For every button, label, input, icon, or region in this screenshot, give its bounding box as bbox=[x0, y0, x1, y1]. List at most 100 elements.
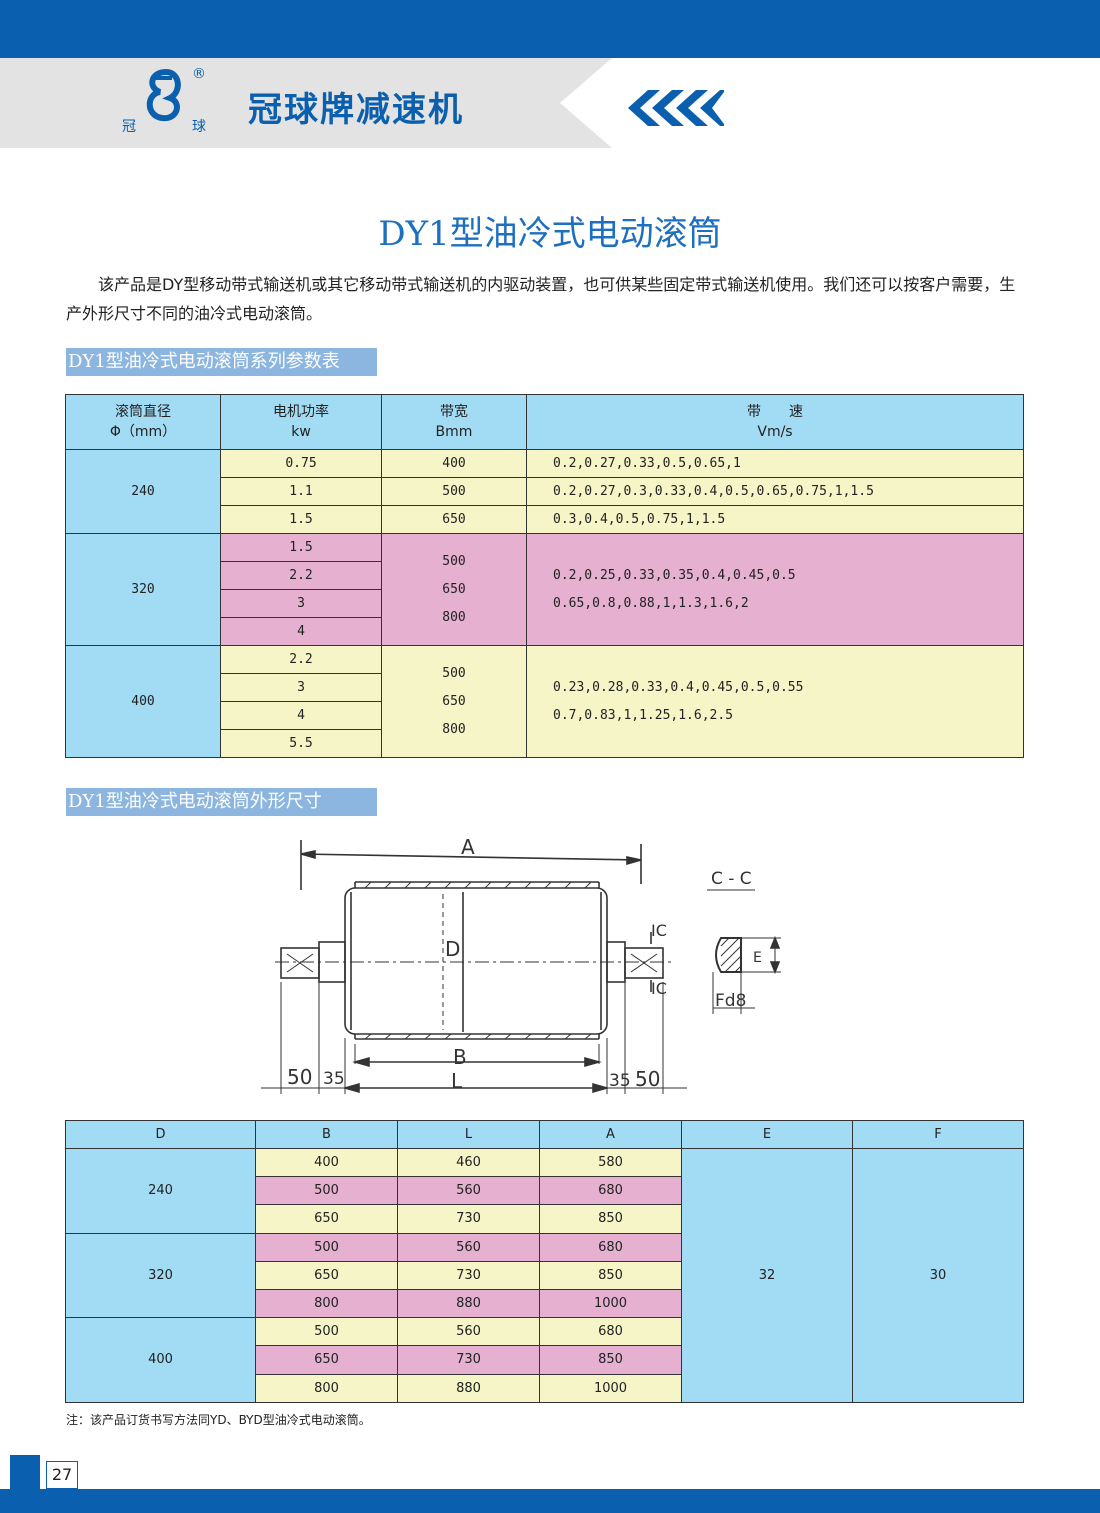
speed-cell: 0.2,0.27,0.33,0.5,0.65,1 bbox=[526, 449, 1024, 478]
a-cell: 850 bbox=[539, 1345, 682, 1375]
header-E: E bbox=[681, 1120, 853, 1149]
width-cell: 500 650 800 bbox=[381, 645, 527, 758]
a-cell: 580 bbox=[539, 1147, 682, 1178]
table-row: 4 bbox=[66, 617, 1024, 646]
table-row: 240 0.75 400 0.2,0.27,0.33,0.5,0.65,1 bbox=[65, 449, 1024, 534]
l-cell: 460 bbox=[397, 1147, 540, 1178]
table-row: 320 1.5 500 650 800 0.2,0.25,0.33,0.35,0… bbox=[65, 533, 1024, 646]
l-cell: 730 bbox=[397, 1260, 540, 1290]
label-section: C - C bbox=[711, 869, 752, 889]
table-row: 5.5 bbox=[66, 729, 1024, 758]
power-cell: 3 bbox=[220, 673, 382, 702]
drum-drawing-svg: A D bbox=[261, 835, 781, 1094]
d-cell: 320 bbox=[65, 1232, 256, 1319]
b-cell: 500 bbox=[255, 1176, 398, 1206]
l-cell: 560 bbox=[397, 1232, 540, 1262]
label-B: B bbox=[453, 1045, 467, 1069]
b-cell: 800 bbox=[255, 1373, 398, 1403]
header-L: L bbox=[397, 1120, 540, 1149]
table-row: 1.1 500 0.2,0.27,0.3,0.33,0.4,0.5,0.65,0… bbox=[66, 477, 1024, 506]
table-row: 400 2.2 500 650 800 0.23,0.28,0.33,0.4,0… bbox=[65, 645, 1024, 758]
a-cell: 1000 bbox=[539, 1373, 682, 1403]
brand-logo: 冠 球 ® bbox=[120, 66, 210, 138]
footnote: 注：该产品订货书写方法同YD、BYD型油冷式电动滚筒。 bbox=[66, 1413, 371, 1427]
label-Fd8: Fd8 bbox=[715, 991, 746, 1011]
table-row: 3 bbox=[66, 589, 1024, 618]
header-A: A bbox=[539, 1120, 682, 1149]
chevron-left-icon bbox=[624, 88, 724, 132]
a-cell: 1000 bbox=[539, 1288, 682, 1319]
label-L: L bbox=[451, 1069, 463, 1093]
table-row: 320 500 560 680 bbox=[65, 1232, 1024, 1319]
l-cell: 730 bbox=[397, 1204, 540, 1234]
b-cell: 650 bbox=[255, 1345, 398, 1375]
logo-char-left: 冠 bbox=[122, 119, 136, 135]
speed-cell: 0.23,0.28,0.33,0.4,0.45,0.5,0.55 0.7,0.8… bbox=[526, 645, 1024, 758]
e-cell: 32 bbox=[681, 1148, 853, 1403]
power-cell: 2.2 bbox=[220, 561, 382, 590]
a-cell: 680 bbox=[539, 1232, 682, 1262]
power-cell: 1.5 bbox=[220, 505, 382, 534]
width-cell: 500 650 800 bbox=[381, 533, 527, 646]
d-cell: 400 bbox=[65, 1317, 256, 1403]
label-right-35: 35 bbox=[609, 1071, 631, 1091]
top-banner bbox=[0, 0, 1100, 58]
label-c-bottom: IC bbox=[651, 979, 667, 998]
table-row: 2.2 bbox=[66, 561, 1024, 590]
power-cell: 4 bbox=[220, 701, 382, 730]
b-cell: 400 bbox=[255, 1147, 398, 1178]
table-row: 4 bbox=[66, 701, 1024, 730]
power-cell: 0.75 bbox=[220, 449, 382, 478]
width-cell: 500 bbox=[381, 477, 527, 506]
power-cell: 4 bbox=[220, 617, 382, 646]
l-cell: 880 bbox=[397, 1373, 540, 1403]
table-row: 800 880 1000 bbox=[66, 1373, 1024, 1403]
dim-header-row: D B L A E F bbox=[65, 1120, 1024, 1149]
b-cell: 500 bbox=[255, 1232, 398, 1262]
speed-cell: 0.2,0.25,0.33,0.35,0.4,0.45,0.5 0.65,0.8… bbox=[526, 533, 1024, 646]
logo-registered-mark: ® bbox=[192, 66, 206, 82]
d-cell: 240 bbox=[65, 1148, 256, 1234]
table-row: 650 730 850 bbox=[66, 1345, 1024, 1375]
power-cell: 2.2 bbox=[220, 645, 382, 674]
label-c-top: IC bbox=[651, 921, 667, 940]
label-A: A bbox=[461, 835, 475, 859]
header-B: B bbox=[255, 1120, 398, 1149]
intro-paragraph: 该产品是DY型移动带式输送机或其它移动带式输送机的内驱动装置，也可供某些固定带式… bbox=[66, 275, 1016, 323]
width-cell: 400 bbox=[381, 449, 527, 478]
logo-mark-icon bbox=[146, 68, 181, 122]
power-cell: 5.5 bbox=[220, 729, 382, 758]
param-section-title: DY1型油冷式电动滚筒系列参数表 bbox=[66, 348, 377, 376]
label-left-35: 35 bbox=[323, 1069, 345, 1089]
b-cell: 500 bbox=[255, 1317, 398, 1347]
page-title: DY1型油冷式电动滚筒 bbox=[378, 214, 722, 254]
power-cell: 1.1 bbox=[220, 477, 382, 506]
table-row: 500 560 680 bbox=[66, 1176, 1024, 1206]
speed-cell: 0.2,0.27,0.3,0.33,0.4,0.5,0.65,0.75,1,1.… bbox=[526, 477, 1024, 506]
label-E: E bbox=[753, 950, 762, 966]
speed-cell: 0.3,0.4,0.5,0.75,1,1.5 bbox=[526, 505, 1024, 534]
width-cell: 650 bbox=[381, 505, 527, 534]
label-D: D bbox=[445, 937, 460, 961]
bottom-banner bbox=[0, 1489, 1100, 1513]
header-F: F bbox=[852, 1120, 1024, 1149]
a-cell: 850 bbox=[539, 1204, 682, 1234]
a-cell: 680 bbox=[539, 1176, 682, 1206]
a-cell: 850 bbox=[539, 1260, 682, 1290]
label-right-50: 50 bbox=[635, 1067, 660, 1091]
l-cell: 560 bbox=[397, 1176, 540, 1206]
b-cell: 650 bbox=[255, 1204, 398, 1234]
logo-char-right: 球 bbox=[192, 119, 206, 135]
table-row: 240 400 460 580 32 30 bbox=[65, 1147, 1024, 1403]
diameter-cell: 240 bbox=[65, 449, 221, 534]
page-number: 27 bbox=[46, 1461, 78, 1489]
dim-section-title: DY1型油冷式电动滚筒外形尺寸 bbox=[66, 788, 377, 816]
drum-dimension-drawing: A D bbox=[255, 832, 795, 1106]
l-cell: 560 bbox=[397, 1317, 540, 1347]
